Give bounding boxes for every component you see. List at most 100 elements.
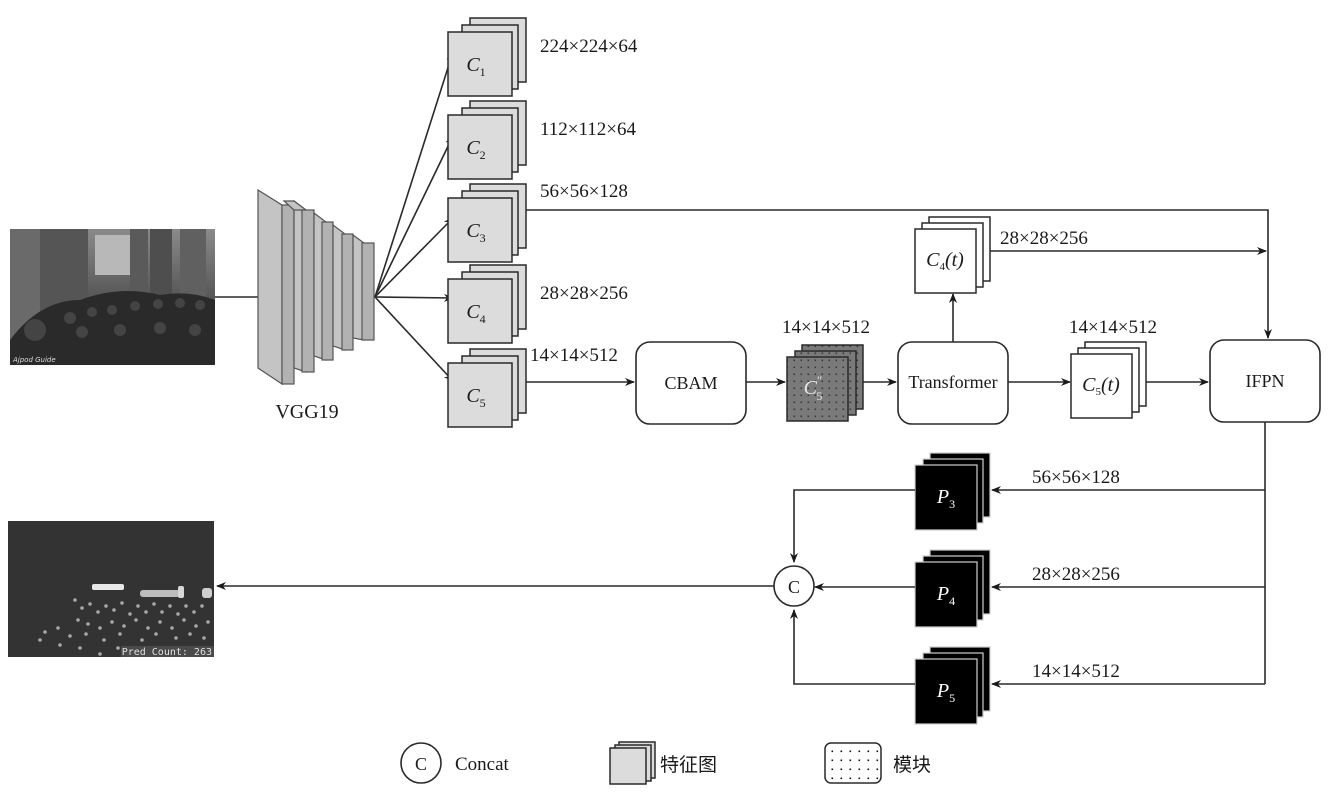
arrow-p5-to-concat [790, 609, 915, 685]
density-dot [112, 608, 116, 612]
density-dot [168, 604, 172, 608]
density-dot [188, 632, 192, 636]
c5t-dims: 14×14×512 [1069, 317, 1157, 338]
density-dots [38, 598, 210, 656]
legend-concat-symbol: C [415, 754, 427, 774]
pyramid-dims: 28×28×256 [1032, 564, 1120, 585]
feature-map-card-front [447, 31, 513, 97]
density-dot [136, 604, 140, 608]
feature-map-c5: C5 14×14×512 [447, 345, 618, 428]
density-dot [202, 636, 206, 640]
density-dot [73, 598, 77, 602]
density-dot [154, 632, 158, 636]
density-dot [200, 604, 204, 608]
density-dot [120, 601, 124, 605]
density-dot [140, 638, 144, 642]
pyramid-card-front [914, 658, 978, 725]
vgg19-label: VGG19 [275, 401, 338, 423]
legend-module-label: 模块 [893, 754, 931, 776]
feature-map-card-front [447, 114, 513, 180]
density-dot [128, 612, 132, 616]
density-dot [76, 618, 80, 622]
legend-concat-label: Concat [455, 754, 510, 775]
density-dot [110, 620, 114, 624]
feature-map-symbol: C3 [466, 220, 485, 245]
density-dot [192, 610, 196, 614]
density-dot [88, 602, 92, 606]
ifpn-label: IFPN [1245, 371, 1284, 391]
feature-map-dims: 56×56×128 [540, 181, 628, 202]
density-dot [58, 643, 62, 647]
feature-map-symbol: C4 [466, 301, 485, 326]
density-dot [152, 602, 156, 606]
density-dot [80, 606, 84, 610]
density-dot [116, 646, 120, 650]
arrow-p3-to-concat [790, 489, 915, 563]
pyramid-symbol: P5 [936, 680, 955, 705]
density-dot [98, 652, 102, 656]
legend-feature-map-label: 特征图 [660, 754, 717, 776]
density-dot [118, 632, 122, 636]
feature-map-card-front [447, 278, 513, 344]
pyramid-map-p4: P4 28×28×256 [914, 549, 1120, 628]
density-dot [122, 624, 126, 628]
feature-map-card-front [447, 362, 513, 428]
feature-map-c3: C3 56×56×128 [447, 181, 628, 263]
density-dot [206, 620, 210, 624]
vgg-output-arrows [374, 51, 455, 382]
pred-count-caption: Pred Count: 263 [122, 647, 212, 658]
feature-map-c2: C2 112×112×64 [447, 100, 637, 180]
cbam-label: CBAM [664, 373, 717, 393]
feature-map-symbol: C2 [466, 137, 485, 162]
feature-map-card-front [447, 197, 513, 263]
feature-map-c4: C4 28×28×256 [447, 264, 628, 344]
c4t-symbol: C4(t) [926, 249, 964, 273]
feature-map-symbol: C5 [466, 385, 485, 410]
density-dot [184, 604, 188, 608]
legend: C Concat 特征图 模块 [400, 741, 931, 785]
pyramid-card-front [914, 561, 978, 628]
density-dot [38, 638, 42, 642]
density-dot [78, 646, 82, 650]
c5t-symbol: C5(t) [1082, 374, 1120, 398]
c4t-feature-map: C4(t) [914, 216, 991, 294]
feature-map-dims: 112×112×64 [540, 119, 637, 140]
density-dot [98, 626, 102, 630]
c5t-feature-map: C5(t) [1070, 341, 1147, 419]
density-dot [182, 618, 186, 622]
density-dot [174, 636, 178, 640]
attention-feature-map: C″5 [786, 344, 864, 422]
pyramid-symbol: P4 [936, 583, 955, 608]
feature-map-dims: 28×28×256 [540, 283, 628, 304]
pyramid-symbol: P3 [936, 486, 955, 511]
arrow-c3-to-ifpn [526, 209, 1272, 339]
feature-map-dims: 14×14×512 [530, 345, 618, 366]
density-dot [84, 632, 88, 636]
attention-map-dims: 14×14×512 [782, 317, 870, 338]
legend-module: 模块 [824, 742, 931, 784]
density-dot [68, 634, 72, 638]
input-watermark: Ajpod Guide [12, 356, 56, 364]
density-dot [158, 620, 162, 624]
density-dot [144, 610, 148, 614]
transformer-label: Transformer [908, 372, 997, 392]
density-dot [43, 630, 47, 634]
density-dot [134, 618, 138, 622]
pyramid-card-front [914, 464, 978, 531]
concat-node: C [773, 565, 815, 607]
vgg19-backbone [257, 188, 375, 386]
density-dot [56, 626, 60, 630]
input-image: Ajpod Guide [10, 229, 215, 365]
attention-map-symbol: C″5 [804, 373, 823, 403]
density-dot [102, 638, 106, 642]
density-dot [104, 604, 108, 608]
cbam-module [635, 341, 747, 425]
feature-map-dims: 224×224×64 [540, 36, 638, 57]
output-density-map: Pred Count: 263 [8, 521, 214, 658]
